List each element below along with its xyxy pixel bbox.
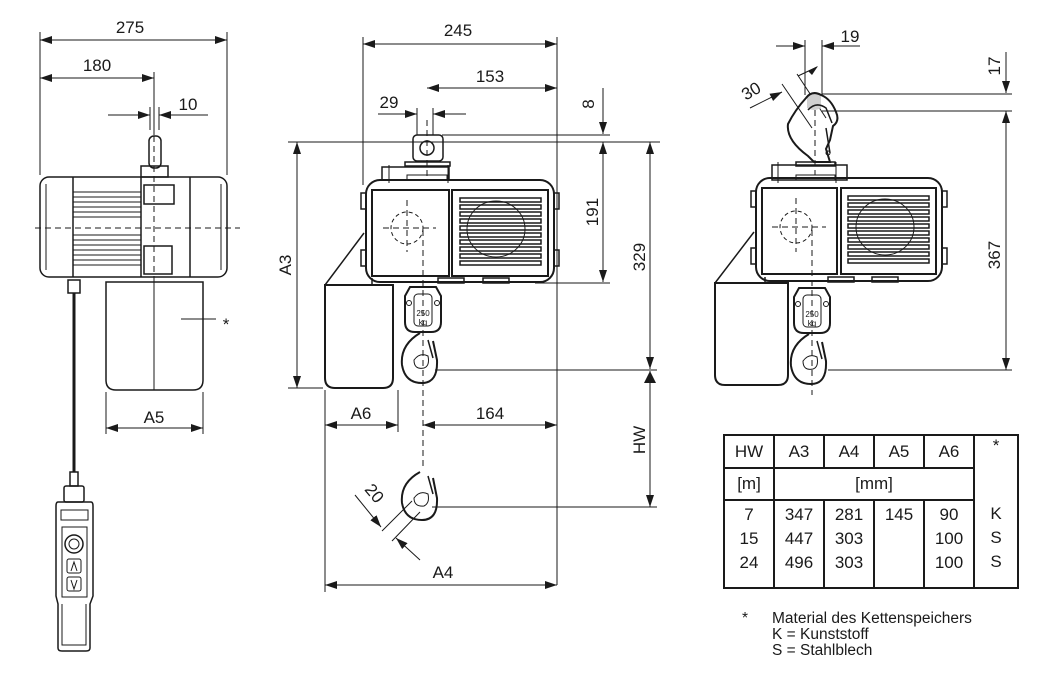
hoist-body bbox=[39, 176, 228, 278]
cell-a4: 303 bbox=[834, 529, 864, 548]
capacity-unit-2: kg bbox=[808, 319, 816, 328]
header-a3: A3 bbox=[773, 435, 824, 469]
cell-a3: 447 bbox=[784, 529, 814, 548]
header-a4: A4 bbox=[823, 435, 874, 469]
dim-label-10: 10 bbox=[179, 95, 198, 114]
hook-block: 250 kg bbox=[404, 286, 442, 333]
cell-hw: 24 bbox=[739, 553, 759, 572]
footnote: * Material des Kettenspeichers K = Kunsts… bbox=[742, 611, 972, 659]
dim-label-a4: A4 bbox=[433, 563, 454, 582]
footnote-marker: * bbox=[742, 610, 749, 627]
header-hw: HW bbox=[723, 435, 774, 469]
pendant-control bbox=[55, 471, 94, 652]
cell-a5: 145 bbox=[884, 505, 914, 524]
spec-table: HW A3 A4 A5 A6 * [m] [mm] 7 15 24 347 44… bbox=[723, 434, 1019, 589]
dim-label-164: 164 bbox=[476, 404, 504, 423]
column-a3: 347 447 496 bbox=[773, 500, 824, 588]
cell-a4: 281 bbox=[834, 505, 864, 524]
hoist-body-hook bbox=[755, 177, 943, 282]
capacity-unit: kg bbox=[419, 318, 427, 327]
dim-label-30: 30 bbox=[738, 78, 764, 104]
footnote-line-k: K = Kunststoff bbox=[772, 626, 869, 643]
dim-label-a6: A6 bbox=[351, 404, 372, 423]
cell-hw: 7 bbox=[744, 505, 754, 524]
footnote-title: Material des Kettenspeichers bbox=[772, 610, 972, 627]
header-a5: A5 bbox=[873, 435, 924, 469]
cell-a3: 496 bbox=[784, 553, 814, 572]
capacity-label: 250 bbox=[416, 309, 430, 318]
dim-label-19: 19 bbox=[841, 27, 860, 46]
cell-a4: 303 bbox=[834, 553, 864, 572]
dim-label-a3: A3 bbox=[276, 255, 295, 276]
side-view: 275 180 10 bbox=[35, 18, 240, 652]
bottom-hook-icon bbox=[789, 333, 828, 386]
dim-label-29: 29 bbox=[380, 93, 399, 112]
header-a6: A6 bbox=[923, 435, 974, 469]
cooling-fins bbox=[73, 191, 141, 266]
dim-label-8: 8 bbox=[579, 99, 598, 108]
cell-a6: 100 bbox=[934, 553, 964, 572]
hook-view: 19 30 17 367 bbox=[714, 27, 1012, 395]
unit-dims: [mm] bbox=[773, 468, 974, 501]
cell-hw: 15 bbox=[739, 529, 759, 548]
fan-grille-2 bbox=[847, 195, 930, 264]
column-a6: 90 100 100 bbox=[923, 500, 974, 588]
column-a4: 281 303 303 bbox=[823, 500, 874, 588]
capacity-label-2: 250 bbox=[805, 310, 819, 319]
dim-label-275: 275 bbox=[116, 18, 144, 37]
dim-label-329: 329 bbox=[630, 243, 649, 271]
cell-a3: 347 bbox=[784, 505, 814, 524]
dim-label-180: 180 bbox=[83, 56, 111, 75]
dim-label-191: 191 bbox=[583, 198, 602, 226]
column-hw: 7 15 24 bbox=[723, 500, 774, 588]
column-a5: 145 bbox=[873, 500, 924, 588]
top-hook-icon bbox=[786, 92, 839, 163]
hoist-body-front bbox=[365, 179, 555, 283]
footnote-line-s: S = Stahlblech bbox=[772, 642, 873, 659]
dim-label-20: 20 bbox=[361, 480, 388, 507]
dim-label-153: 153 bbox=[476, 67, 504, 86]
front-view: 245 153 29 8 191 329 HW A3 bbox=[276, 21, 660, 592]
dim-label-245: 245 bbox=[444, 21, 472, 40]
dim-label-17: 17 bbox=[985, 57, 1004, 76]
hook-block-2: 250 kg bbox=[793, 287, 831, 334]
fan-grille bbox=[459, 197, 542, 266]
cell-material: S bbox=[990, 552, 1002, 571]
dim-label-367: 367 bbox=[985, 241, 1004, 269]
dim-label-hw: HW bbox=[630, 426, 649, 454]
header-material: * bbox=[973, 435, 1018, 500]
hook-lowered-icon bbox=[400, 471, 439, 522]
column-material: K S S bbox=[973, 500, 1018, 588]
cell-material: K bbox=[990, 504, 1002, 523]
cell-material: S bbox=[990, 528, 1002, 547]
cell-a6: 90 bbox=[939, 505, 959, 524]
unit-hw: [m] bbox=[723, 468, 774, 501]
cell-a6: 100 bbox=[934, 529, 964, 548]
hook-icon bbox=[400, 332, 439, 385]
chain-container bbox=[105, 281, 204, 391]
dim-label-a5: A5 bbox=[144, 408, 165, 427]
container-marker: * bbox=[223, 315, 230, 334]
